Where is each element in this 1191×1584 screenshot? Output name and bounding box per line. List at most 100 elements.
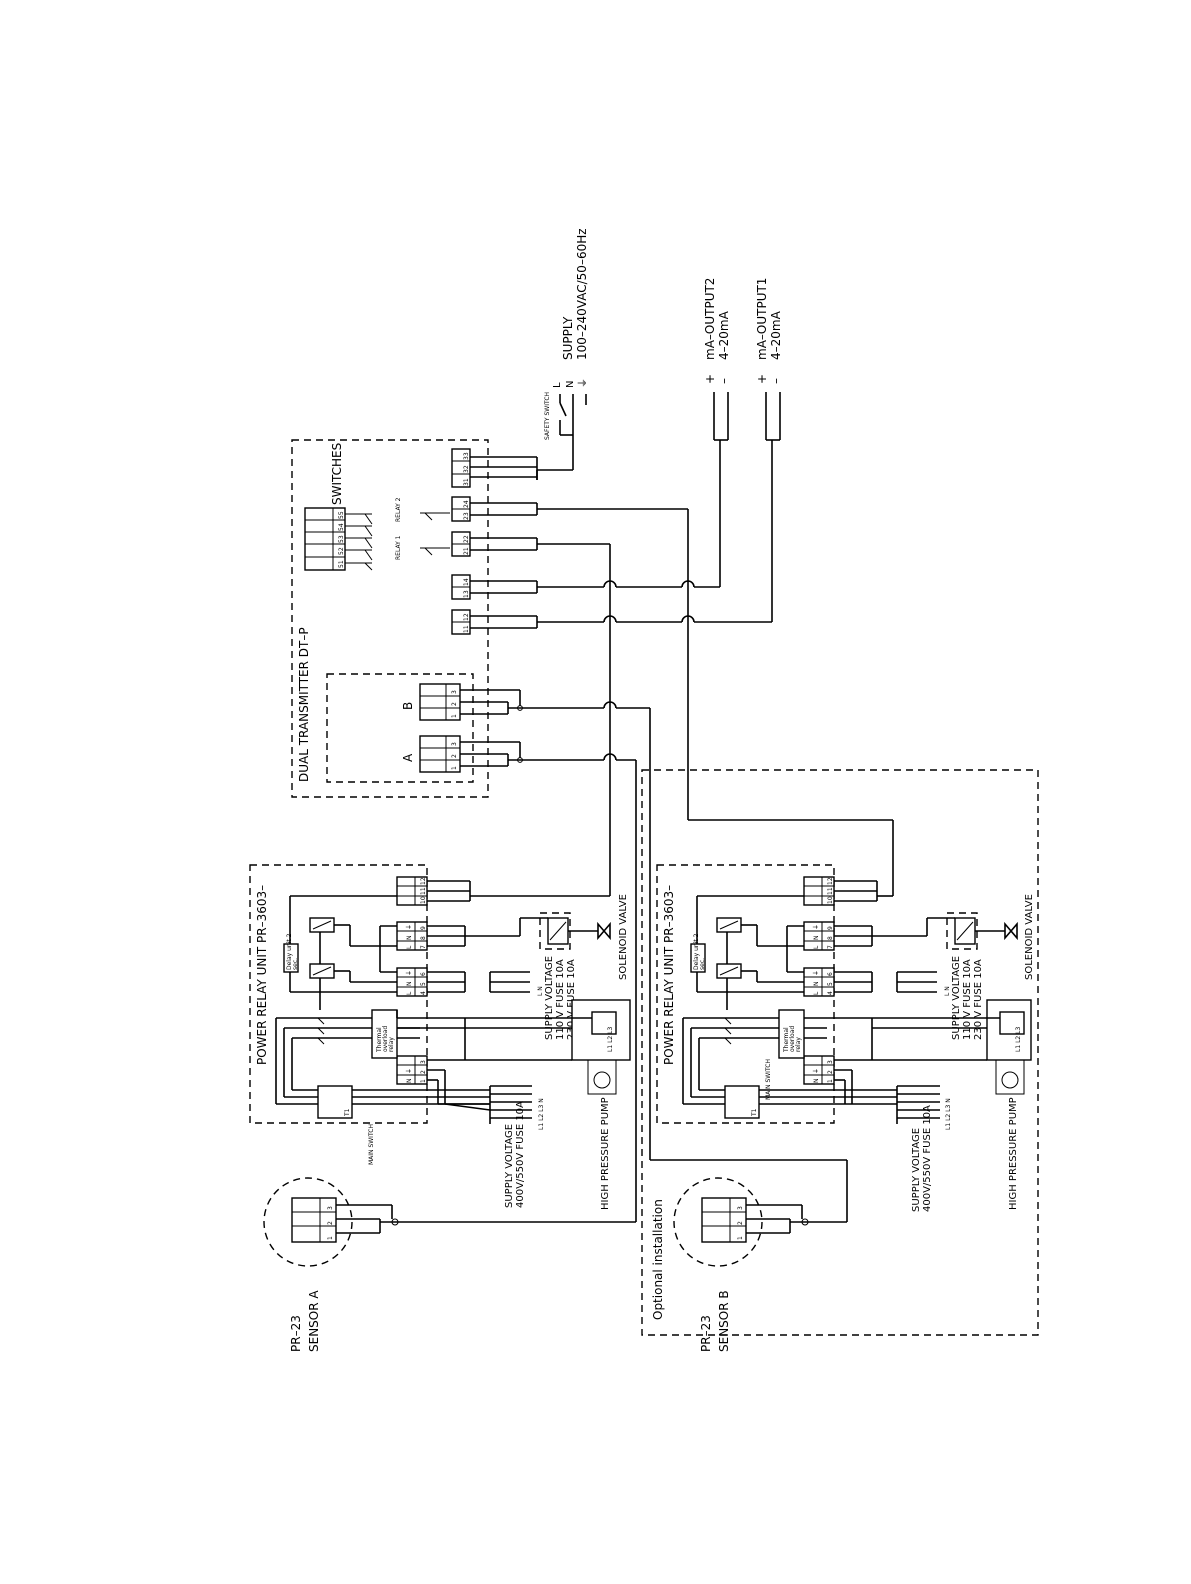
svg-text:⏚: ⏚ [406,924,413,930]
svg-text:54: 54 [338,523,345,531]
svg-text:3: 3 [327,1206,334,1210]
terminal-relay2: 23 24 [451,496,688,522]
svg-text:2: 2 [420,1070,427,1074]
unit-a-devices: L N SUPPLY VOLTAGE 110 V FUSE 10A 230 V … [465,894,631,1210]
svg-text:MAIN SWITCH: MAIN SWITCH [368,1124,375,1165]
svg-text:3: 3 [451,690,458,694]
output1-plus: + [755,374,769,384]
svg-text:4: 4 [827,991,834,995]
svg-text:400V/550V FUSE 10A: 400V/550V FUSE 10A [922,1105,933,1212]
svg-text:L: L [406,991,413,995]
svg-text:N: N [406,1079,413,1084]
svg-text:6: 6 [420,972,427,976]
svg-text:110 V FUSE 10A: 110 V FUSE 10A [555,959,566,1040]
transmitter-enclosure [291,439,489,798]
supply-earth-label: ⏚ [577,378,589,388]
svg-text:23: 23 [463,512,470,520]
svg-text:sec.: sec. [292,958,299,970]
terminal-power: 31 32 33 [451,448,471,488]
power-relay-unit-b: POWER RELAY UNIT PR–3603– 10 11 12 7 8 9… [656,864,927,1124]
svg-text:2: 2 [451,754,458,758]
svg-text:11: 11 [420,887,427,895]
svg-text:T1: T1 [344,1108,351,1117]
output2-plus: + [703,374,717,384]
svg-text:N: N [813,936,820,941]
output1-label-group: mA–OUTPUT1 4–20mA + – [755,278,783,384]
svg-text:32: 32 [463,465,470,473]
svg-text:13: 13 [463,590,470,598]
svg-text:relay: relay [388,1037,395,1052]
transmitter-title: DUAL TRANSMITTER DT–P [297,627,311,782]
svg-text:24: 24 [463,500,470,508]
svg-text:55: 55 [338,511,345,519]
supply-label-group: SUPPLY 100–240VAC/50–60Hz SAFETY SWITCH … [544,228,589,440]
svg-text:SUPPLY VOLTAGE: SUPPLY VOLTAGE [504,1124,515,1208]
svg-text:L1 L2 L3: L1 L2 L3 [1015,1027,1022,1052]
svg-text:L N: L N [537,986,544,996]
terminal-output1: 11 12 [451,609,772,635]
svg-text:1: 1 [451,714,458,718]
svg-text:7: 7 [420,945,427,949]
svg-text:1: 1 [737,1236,744,1240]
svg-text:5: 5 [827,982,834,986]
svg-text:HIGH PRESSURE PUMP: HIGH PRESSURE PUMP [1008,1097,1019,1210]
svg-text:SENSOR A: SENSOR A [307,1290,321,1352]
svg-text:7: 7 [827,945,834,949]
sensor-b: 1 2 3 PR–23 SENSOR B [673,1177,847,1352]
svg-text:POWER RELAY UNIT PR–3603–: POWER RELAY UNIT PR–3603– [255,885,269,1065]
output2-minus: – [717,378,731,384]
svg-text:2: 2 [451,702,458,706]
input-modules-enclosure [326,673,474,783]
svg-text:51: 51 [338,560,345,568]
svg-text:12: 12 [827,877,834,885]
svg-text:SOLENOID VALVE: SOLENOID VALVE [1024,894,1035,980]
svg-text:T1: T1 [751,1108,758,1117]
svg-text:⏚: ⏚ [813,1068,820,1074]
svg-text:6: 6 [827,972,834,976]
svg-text:PR–23: PR–23 [289,1315,303,1352]
relay1-label: RELAY 1 [395,535,402,560]
svg-text:⏚: ⏚ [406,1068,413,1074]
svg-text:N: N [406,936,413,941]
svg-text:L1 L2 L3: L1 L2 L3 [607,1027,614,1052]
switches-block: 51 52 53 54 55 SWITCHES [304,443,373,571]
svg-text:overload: overload [789,1026,796,1052]
svg-text:SUPPLY VOLTAGE: SUPPLY VOLTAGE [911,1128,922,1212]
svg-text:⏚: ⏚ [813,970,820,976]
input-b-label: B [401,702,415,710]
svg-text:230 V FUSE 10A: 230 V FUSE 10A [973,959,984,1040]
svg-text:1: 1 [327,1236,334,1240]
svg-text:10: 10 [827,896,834,904]
optional-installation-enclosure [641,769,1039,1336]
svg-text:L: L [813,945,820,949]
svg-text:1: 1 [827,1079,834,1083]
input-a-terminal: 1 2 3 [419,735,636,773]
output2-range: 4–20mA [717,310,731,360]
svg-text:12: 12 [420,877,427,885]
svg-text:N: N [406,982,413,987]
svg-text:3: 3 [420,1060,427,1064]
svg-text:11: 11 [463,625,470,633]
svg-text:SUPPLY VOLTAGE: SUPPLY VOLTAGE [951,956,962,1040]
svg-text:12: 12 [463,613,470,621]
svg-text:31: 31 [463,478,470,486]
terminal-relay1: 21 22 [451,531,610,557]
svg-text:110 V FUSE 10A: 110 V FUSE 10A [962,959,973,1040]
svg-text:8: 8 [827,936,834,940]
svg-text:SENSOR B: SENSOR B [717,1290,731,1352]
svg-text:N: N [813,1079,820,1084]
svg-text:overload: overload [382,1026,389,1052]
svg-text:SOLENOID VALVE: SOLENOID VALVE [618,894,629,980]
svg-text:33: 33 [463,452,470,460]
svg-text:L N: L N [944,986,951,996]
svg-text:14: 14 [463,578,470,586]
output2-name: mA–OUTPUT2 [703,278,717,360]
output-cables [713,392,781,622]
svg-text:53: 53 [338,535,345,543]
svg-text:22: 22 [463,535,470,543]
svg-text:⏚: ⏚ [813,924,820,930]
svg-text:52: 52 [338,547,345,555]
svg-text:L: L [406,945,413,949]
svg-text:relay: relay [795,1037,802,1052]
